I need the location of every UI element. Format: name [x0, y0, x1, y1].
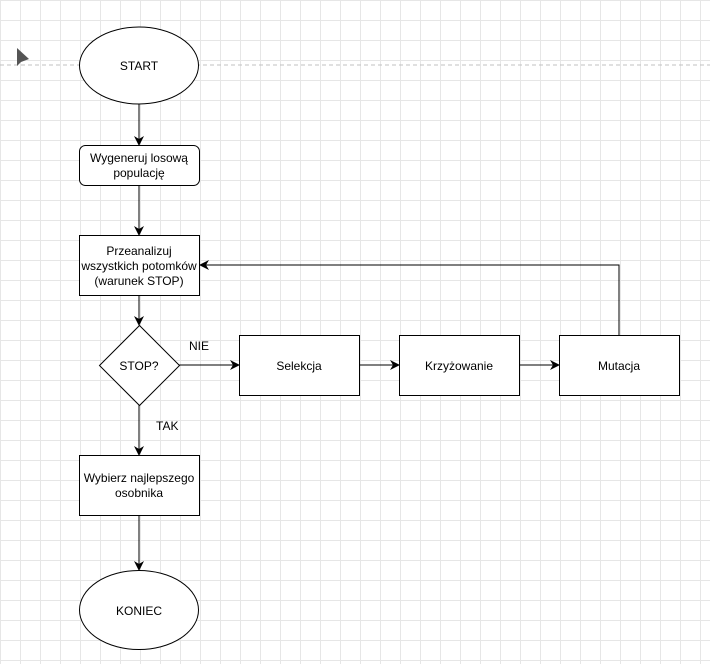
- node-mutation[interactable]: Mutacja: [559, 335, 680, 396]
- selection-label: Selekcja: [276, 359, 322, 373]
- best-label-line-2: osobnika: [115, 486, 163, 500]
- connectors: [134, 104, 620, 571]
- mutation-box[interactable]: [559, 335, 680, 396]
- node-generate[interactable]: Wygeneruj losową populację: [79, 145, 200, 186]
- start-ellipse[interactable]: [79, 26, 199, 105]
- edge-label-no: NIE: [189, 339, 209, 353]
- analyze-label-line-3: (warunek STOP): [94, 274, 183, 288]
- edge-mutation-to-analyze[interactable]: [199, 260, 620, 335]
- end-ellipse[interactable]: [79, 570, 199, 650]
- analyze-label-line-1: Przeanalizuj: [106, 244, 171, 258]
- stop-label: STOP?: [119, 359, 158, 373]
- selection-box[interactable]: [239, 335, 360, 396]
- node-start[interactable]: START: [79, 26, 199, 105]
- start-label: START: [120, 59, 159, 73]
- generate-label-line-1: Wygeneruj losową: [90, 151, 188, 165]
- node-stop-decision[interactable]: STOP?: [98, 324, 181, 407]
- generate-box[interactable]: [79, 145, 200, 186]
- node-end[interactable]: KONIEC: [79, 570, 199, 650]
- node-crossover[interactable]: Krzyżowanie: [399, 335, 520, 396]
- node-selection[interactable]: Selekcja: [239, 335, 360, 396]
- analyze-box[interactable]: [79, 235, 200, 296]
- stop-diamond[interactable]: [98, 324, 181, 407]
- generate-label-line-2: populację: [113, 166, 165, 180]
- edge-label-yes: TAK: [156, 419, 178, 433]
- analyze-label-line-2: wszystkich potomków: [80, 259, 197, 273]
- best-box[interactable]: [79, 455, 200, 516]
- node-best[interactable]: Wybierz najlepszego osobnika: [79, 455, 200, 516]
- pointer-cursor-icon: [17, 48, 29, 66]
- best-label-line-1: Wybierz najlepszego: [84, 471, 195, 485]
- node-analyze[interactable]: Przeanalizuj wszystkich potomków (warune…: [79, 235, 200, 296]
- mutation-label: Mutacja: [598, 359, 640, 373]
- crossover-box[interactable]: [399, 335, 520, 396]
- end-label: KONIEC: [116, 604, 162, 618]
- crossover-label: Krzyżowanie: [425, 359, 493, 373]
